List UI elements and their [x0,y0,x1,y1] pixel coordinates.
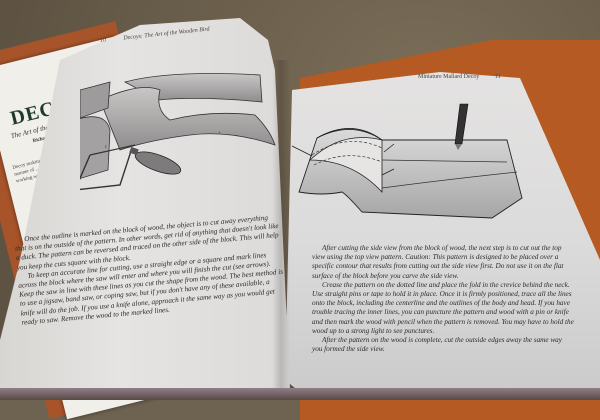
svg-text:r: r [105,145,107,150]
right-page-body: After cutting the side view from the blo… [312,244,574,354]
right-running-head-text: Miniature Mallard Decoy [418,74,480,80]
pattern-tracing-illustration [291,103,523,219]
right-running-head: Miniature Mallard Decoy 11 [418,74,501,80]
right-paragraph-1: After cutting the side view from the blo… [312,244,564,280]
right-paragraph-3: After the pattern on the wood is complet… [312,336,562,354]
left-page-number: 10 [99,37,107,44]
decoy-block-saw-illustration: r + [80,73,276,191]
book-bottom-edge [0,388,600,400]
right-paragraph-2: Crease the pattern on the dotted line an… [312,280,574,335]
right-page-number: 11 [494,74,501,80]
book-gutter [272,60,290,395]
svg-text:+: + [218,131,221,136]
